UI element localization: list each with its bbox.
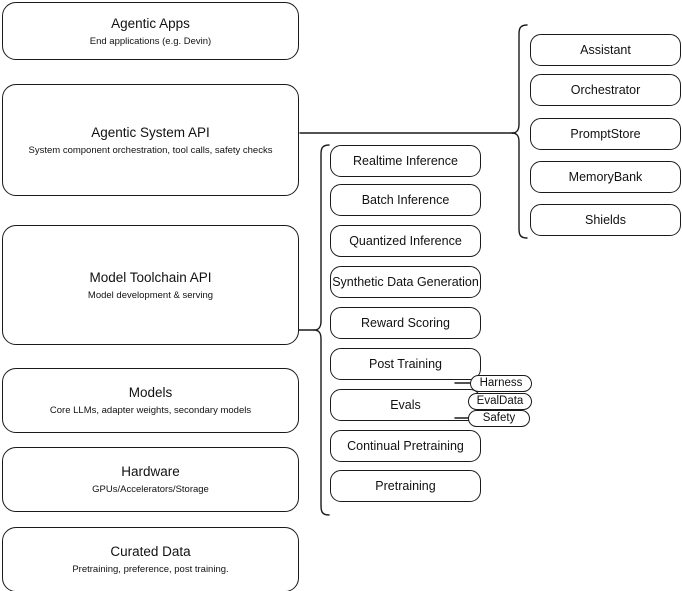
toolchain-item-synthetic-data-generation[interactable]: Synthetic Data Generation bbox=[330, 266, 481, 298]
evals-badge-evaldata[interactable]: EvalData bbox=[468, 393, 532, 410]
toolchain-item-quantized-inference[interactable]: Quantized Inference bbox=[330, 225, 481, 257]
right-column-brace bbox=[511, 24, 528, 239]
stack-box-title: Models bbox=[128, 385, 173, 400]
toolchain-item-batch-inference[interactable]: Batch Inference bbox=[330, 184, 481, 216]
stack-box-title: Agentic Apps bbox=[111, 15, 190, 31]
stack-box-agentic-system-api[interactable]: Agentic System API System component orch… bbox=[2, 84, 299, 196]
evals-badge-harness[interactable]: Harness bbox=[470, 375, 532, 392]
toolchain-item-reward-scoring[interactable]: Reward Scoring bbox=[330, 307, 481, 339]
system-item-shields[interactable]: Shields bbox=[530, 204, 681, 236]
stack-box-title: Curated Data bbox=[110, 544, 191, 559]
stack-box-models[interactable]: Models Core LLMs, adapter weights, secon… bbox=[2, 368, 299, 433]
toolchain-item-post-training[interactable]: Post Training bbox=[330, 348, 481, 380]
stack-box-title: Hardware bbox=[121, 464, 180, 479]
stack-box-model-toolchain-api[interactable]: Model Toolchain API Model development & … bbox=[2, 225, 299, 345]
stack-box-subtitle: GPUs/Accelerators/Storage bbox=[92, 484, 209, 495]
toolchain-item-realtime-inference[interactable]: Realtime Inference bbox=[330, 145, 481, 177]
stack-box-subtitle: End applications (e.g. Devin) bbox=[89, 35, 212, 47]
stack-box-subtitle: Pretraining, preference, post training. bbox=[72, 564, 229, 575]
stack-box-hardware[interactable]: Hardware GPUs/Accelerators/Storage bbox=[2, 447, 299, 512]
stack-box-agentic-apps[interactable]: Agentic Apps End applications (e.g. Devi… bbox=[2, 2, 299, 60]
stack-box-title: Model Toolchain API bbox=[89, 269, 212, 285]
system-item-memorybank[interactable]: MemoryBank bbox=[530, 161, 681, 193]
toolchain-item-pretraining[interactable]: Pretraining bbox=[330, 470, 481, 502]
evals-badge-safety[interactable]: Safety bbox=[468, 410, 530, 427]
toolchain-item-continual-pretraining[interactable]: Continual Pretraining bbox=[330, 430, 481, 462]
system-item-promptstore[interactable]: PromptStore bbox=[530, 118, 681, 150]
middle-column-brace bbox=[313, 144, 330, 516]
stack-box-title: Agentic System API bbox=[91, 124, 210, 140]
stack-box-subtitle: Model development & serving bbox=[87, 289, 214, 301]
toolchain-item-evals[interactable]: Evals bbox=[330, 389, 481, 421]
system-item-assistant[interactable]: Assistant bbox=[530, 34, 681, 66]
system-item-orchestrator[interactable]: Orchestrator bbox=[530, 74, 681, 106]
stack-box-subtitle: System component orchestration, tool cal… bbox=[28, 144, 273, 156]
stack-box-subtitle: Core LLMs, adapter weights, secondary mo… bbox=[49, 405, 252, 416]
stack-box-curated-data[interactable]: Curated Data Pretraining, preference, po… bbox=[2, 527, 299, 591]
